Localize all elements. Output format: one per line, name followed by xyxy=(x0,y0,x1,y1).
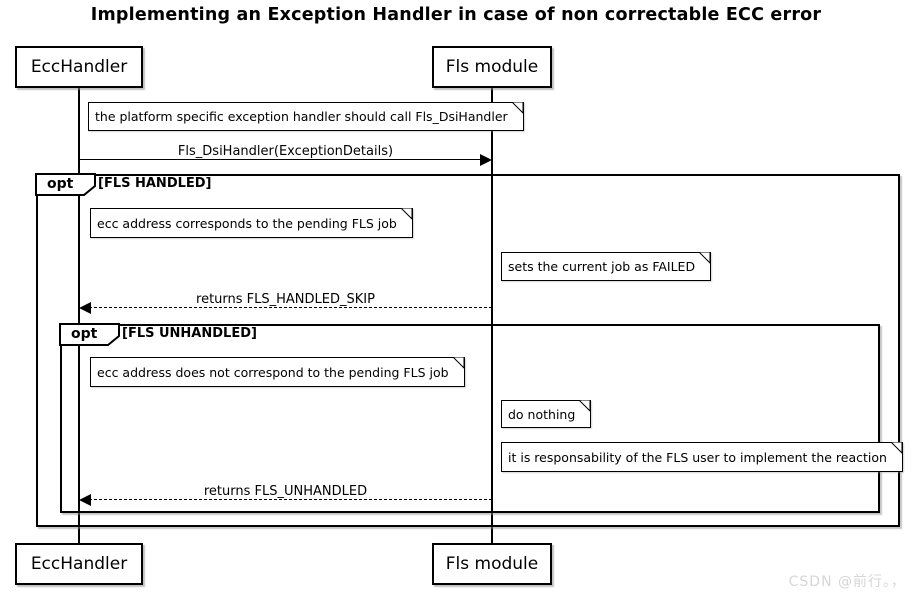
note-fold-icon xyxy=(890,442,903,454)
participant-label: EccHandler xyxy=(30,554,128,574)
participant-fls-module-top: Fls module xyxy=(432,46,552,88)
opt-condition-fls-unhandled: [FLS UNHANDLED] xyxy=(122,326,257,341)
note-ecc-corresponds: ecc address corresponds to the pending F… xyxy=(90,208,413,238)
note-fls-user-responsibility: it is responsability of the FLS user to … xyxy=(501,442,903,472)
note-job-failed: sets the current job as FAILED xyxy=(501,252,712,281)
note-fold-icon xyxy=(699,252,711,264)
message-label-return-unhandled: returns FLS_UNHANDLED xyxy=(203,484,368,499)
participant-ecchandler-top: EccHandler xyxy=(15,46,143,88)
opt-operator-label: opt xyxy=(47,176,74,192)
note-fold-icon xyxy=(511,102,524,114)
arrowhead-right-icon xyxy=(480,154,492,166)
note-text: ecc address corresponds to the pending F… xyxy=(97,215,397,231)
note-text: the platform specific exception handler … xyxy=(95,109,508,124)
participant-label: Fls module xyxy=(445,57,539,77)
note-fold-icon xyxy=(452,357,465,369)
message-label-call: Fls_DsiHandler(ExceptionDetails) xyxy=(177,144,394,159)
note-exception-handler-call: the platform specific exception handler … xyxy=(88,102,524,131)
note-text: do nothing xyxy=(508,406,576,422)
lifeline-ecchandler xyxy=(78,88,80,543)
note-do-nothing: do nothing xyxy=(501,400,592,428)
message-label-return-handled-skip: returns FLS_HANDLED_SKIP xyxy=(196,292,375,307)
opt-condition-fls-handled: [FLS HANDLED] xyxy=(98,176,212,191)
opt-operator-label: opt xyxy=(71,326,98,342)
diagram-title: Implementing an Exception Handler in cas… xyxy=(90,5,822,25)
note-ecc-not-correspond: ecc address does not correspond to the p… xyxy=(90,357,465,387)
opt-operator-pentagon-icon xyxy=(59,323,120,346)
participant-ecchandler-bottom: EccHandler xyxy=(15,543,143,585)
message-line-return-handled-skip xyxy=(89,307,492,308)
opt-operator-pentagon-icon xyxy=(35,173,96,196)
opt-fragment-fls-handled xyxy=(36,174,900,527)
note-fold-icon xyxy=(579,400,591,412)
message-line-call xyxy=(79,159,482,160)
participant-fls-module-bottom: Fls module xyxy=(432,543,552,585)
arrowhead-left-icon xyxy=(79,494,91,506)
message-line-return-unhandled xyxy=(89,499,492,500)
participant-label: Fls module xyxy=(445,554,539,574)
lifeline-fls-module xyxy=(491,88,493,543)
note-text: it is responsability of the FLS user to … xyxy=(508,449,887,465)
csdn-watermark: CSDN @前行。， xyxy=(788,574,906,590)
note-text: ecc address does not correspond to the p… xyxy=(97,364,449,380)
note-fold-icon xyxy=(400,208,413,220)
participant-label: EccHandler xyxy=(30,57,128,77)
opt-fragment-fls-unhandled xyxy=(60,324,880,513)
arrowhead-left-icon xyxy=(79,302,91,314)
note-text: sets the current job as FAILED xyxy=(508,259,696,274)
